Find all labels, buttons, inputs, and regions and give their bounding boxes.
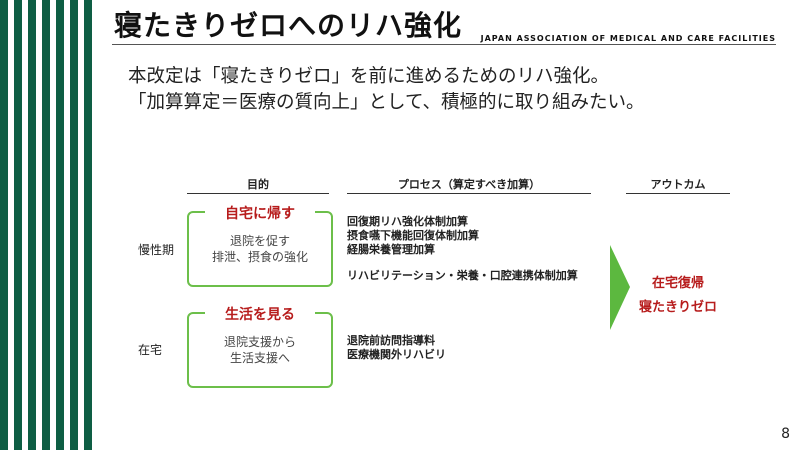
column-header-outcome: アウトカム [650,178,706,191]
outcome-item: 在宅復帰 [651,276,704,291]
goal-body-line: 生活支援へ [229,351,290,365]
column-divider [187,193,329,194]
stripe [84,0,92,450]
goal-title: 生活を見る [205,304,315,324]
intro-line-2: 「加算算定＝医療の質向上」として、積極的に取り組みたい。 [128,92,645,113]
outcome-item: 寝たきりゼロ [638,300,717,315]
process-item: 退院前訪問指導料 [347,334,435,347]
goal-title: 自宅に帰す [205,203,315,223]
stripe [70,0,78,450]
goal-body-line: 退院を促す [229,234,290,248]
goal-body: 退院を促す 排泄、摂食の強化 [189,233,331,265]
process-item: 経腸栄養管理加算 [347,243,435,256]
goal-body: 退院支援から 生活支援へ [189,334,331,366]
process-list-chronic: 回復期リハ強化体制加算 摂食嚥下機能回復体制加算 経腸栄養管理加算 リハビリテー… [347,215,578,283]
outcome-list: 在宅復帰 寝たきりゼロ [628,272,728,320]
column-divider [626,193,730,194]
goal-box-life: 生活を見る 退院支援から 生活支援へ [187,304,333,388]
row-label-chronic: 慢性期 [138,243,175,257]
page-number: 8 [781,426,790,442]
stripe [56,0,64,450]
goal-box-home: 自宅に帰す 退院を促す 排泄、摂食の強化 [187,203,333,287]
column-divider [347,193,591,194]
column-header-purpose: 目的 [247,178,269,191]
row-label-home-care: 在宅 [138,343,163,357]
intro-text: 本改定は「寝たきりゼロ」を前に進めるためのリハ強化。 「加算算定＝医療の質向上」… [128,64,645,116]
process-item: 回復期リハ強化体制加算 [347,215,468,228]
stripe [28,0,36,450]
decorative-stripes [0,0,100,450]
goal-body-line: 退院支援から [223,335,296,349]
column-header-process: プロセス（算定すべき加算） [397,178,541,191]
organization-name: JAPAN ASSOCIATION OF MEDICAL AND CARE FA… [480,34,776,43]
process-list-home-care: 退院前訪問指導料 医療機関外リハビリ [347,334,446,362]
process-item: 摂食嚥下機能回復体制加算 [347,229,479,242]
process-item: 医療機関外リハビリ [347,348,446,361]
header-divider [112,44,776,45]
goal-body-line: 排泄、摂食の強化 [211,250,308,264]
stripe [0,0,8,450]
intro-line-1: 本改定は「寝たきりゼロ」を前に進めるためのリハ強化。 [128,66,610,87]
outcome-arrow-icon [610,245,630,330]
process-item: リハビリテーション・栄養・口腔連携体制加算 [347,269,578,282]
stripe [42,0,50,450]
stripe [14,0,22,450]
slide-title: 寝たきりゼロへのリハ強化 [114,9,463,42]
